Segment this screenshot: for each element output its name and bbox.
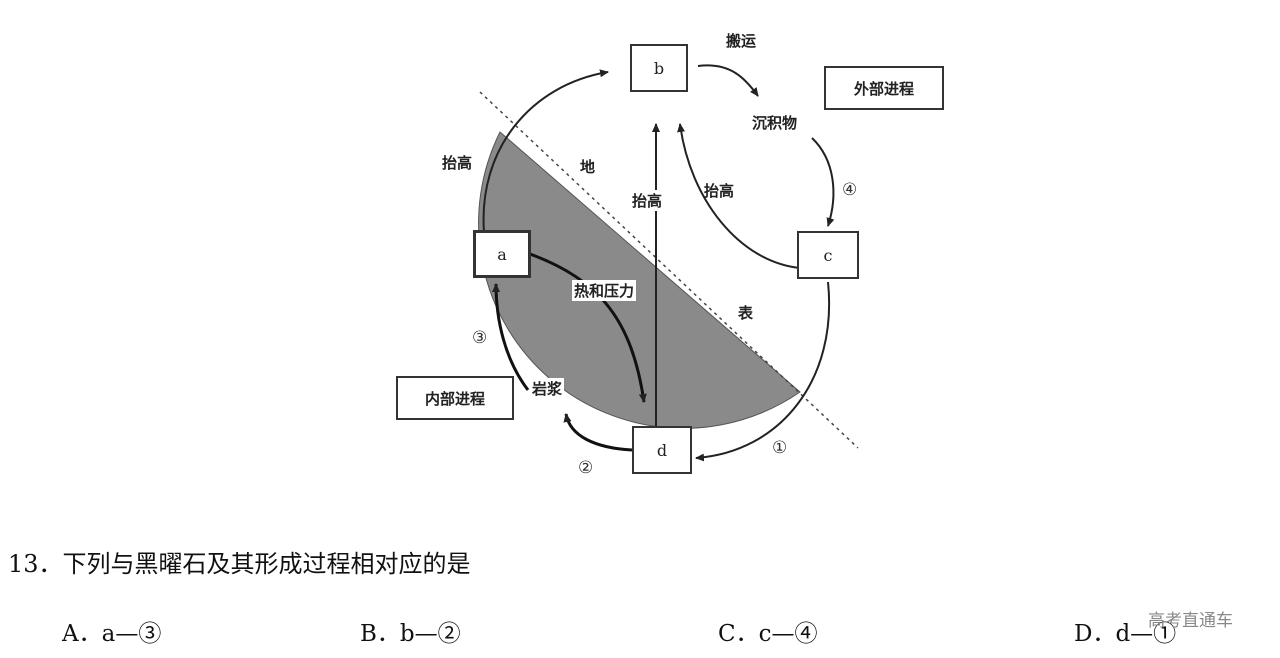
internal-process-box: 内部进程 <box>396 376 514 420</box>
circle-number-2: ② <box>578 458 594 478</box>
label-transport: 搬运 <box>726 32 757 50</box>
label-uplift-right: 抬高 <box>704 182 735 200</box>
box-b: b <box>630 44 688 92</box>
box-a: a <box>473 230 531 278</box>
circle-number-1: ① <box>772 438 788 458</box>
option-b[interactable]: B．b—② <box>360 621 461 647</box>
label-uplift-mid: 抬高 <box>630 190 665 211</box>
external-process-box: 外部进程 <box>824 66 944 110</box>
label-di: 地 <box>580 158 596 176</box>
rock-cycle-diagram <box>478 64 859 462</box>
circle-number-3: ③ <box>472 328 488 348</box>
label-sediment: 沉积物 <box>752 114 798 132</box>
box-c: c <box>797 231 859 279</box>
earth-interior-region <box>478 132 800 429</box>
label-uplift-left: 抬高 <box>442 154 473 172</box>
label-magma: 岩浆 <box>530 378 565 399</box>
circle-number-4: ④ <box>842 180 858 200</box>
surface-line <box>479 91 859 449</box>
option-a[interactable]: A．a—③ <box>62 621 162 647</box>
option-d[interactable]: D．d—① <box>1074 621 1177 647</box>
box-d: d <box>632 426 692 474</box>
watermark: 高考直通车 <box>1148 611 1233 631</box>
label-biao: 表 <box>738 304 754 322</box>
label-heat-pressure: 热和压力 <box>572 280 637 301</box>
option-c[interactable]: C．c—④ <box>718 621 818 647</box>
question-text: 13．下列与黑曜石及其形成过程相对应的是 <box>8 550 471 578</box>
